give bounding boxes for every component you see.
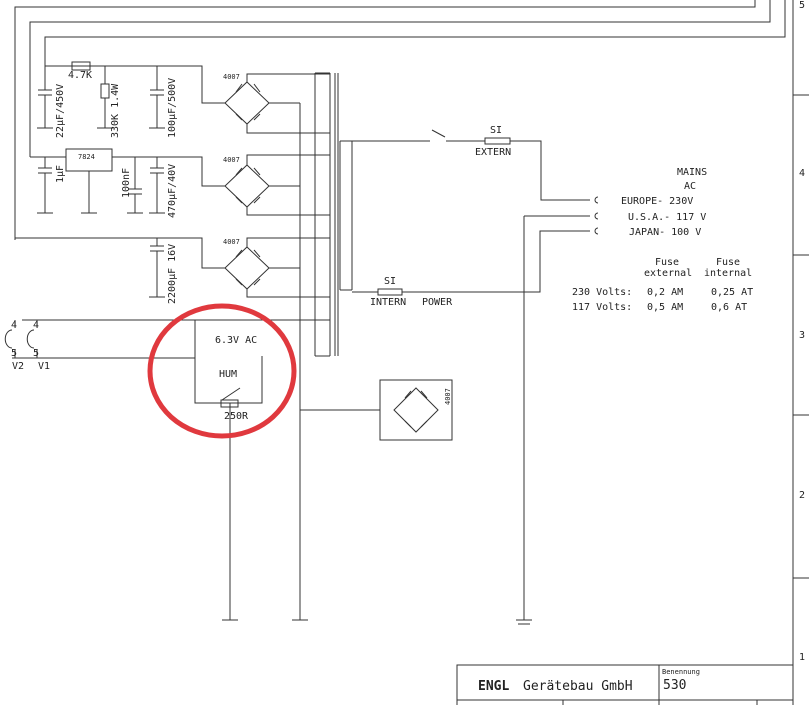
fuse-extern-label: EXTERN bbox=[475, 147, 511, 158]
bridge-rectifier-hum: 4007 bbox=[393, 387, 452, 433]
mains-japan: JAPAN- 100 V bbox=[629, 227, 701, 238]
cell: 117 Volts: bbox=[572, 302, 632, 313]
pin-label: 5 bbox=[11, 348, 17, 359]
pin-label: 4 bbox=[11, 320, 17, 331]
cell: 230 Volts: bbox=[572, 287, 632, 298]
bridge-label: 4007 bbox=[223, 156, 240, 164]
bridge-label: 4007 bbox=[444, 388, 452, 405]
zone-label: 2 bbox=[799, 490, 805, 501]
bridge-rectifier: 4007 bbox=[223, 238, 270, 290]
cell: 0,2 AM bbox=[647, 287, 683, 298]
capacitor-label: 100nF bbox=[121, 168, 132, 198]
cell: 0,5 AM bbox=[647, 302, 683, 313]
tube-label: V2 bbox=[12, 361, 24, 372]
cell: 0,6 AT bbox=[711, 302, 747, 313]
power-label: POWER bbox=[422, 297, 453, 308]
cell: 0,25 AT bbox=[711, 287, 753, 298]
fuse-intern-label: INTERN bbox=[370, 297, 406, 308]
capacitor-label: 470µF/40V bbox=[167, 164, 178, 218]
zone-label: 5 bbox=[799, 0, 805, 11]
bridge-rectifier: 4007 bbox=[223, 156, 270, 208]
fuse-label: SI bbox=[384, 276, 396, 287]
company-name: ENGL bbox=[478, 679, 509, 694]
bridge-rectifier: 4007 bbox=[223, 73, 270, 125]
zone-label: 1 bbox=[799, 652, 805, 663]
header: Fuse bbox=[655, 257, 679, 268]
field-value: 530 bbox=[663, 678, 686, 693]
field-label: Benennung bbox=[662, 668, 700, 676]
header: Fuse bbox=[716, 257, 740, 268]
capacitor-label: 1µF bbox=[55, 165, 66, 183]
hum-pot-label: 250R bbox=[224, 411, 249, 422]
resistor-label: 4.7K bbox=[68, 70, 92, 81]
heater-label: 6.3V AC bbox=[215, 335, 257, 346]
wiring bbox=[4, 0, 786, 625]
pin-label: 5 bbox=[33, 348, 39, 359]
header: internal bbox=[704, 268, 752, 279]
regulator-label: 7824 bbox=[78, 153, 95, 161]
bridge-label: 4007 bbox=[223, 73, 240, 81]
sheet-frame: 5 4 3 2 1 bbox=[792, 0, 809, 705]
highlight-circle bbox=[147, 303, 297, 439]
bridge-label: 4007 bbox=[223, 238, 240, 246]
mains-europe: EUROPE- 230V bbox=[621, 196, 693, 207]
capacitor-label: 100µF/500V bbox=[167, 78, 178, 138]
header: external bbox=[644, 268, 692, 279]
zone-label: 4 bbox=[799, 168, 805, 179]
company-name: Gerätebau GmbH bbox=[523, 679, 633, 694]
capacitor-label: 22µF/450V bbox=[55, 84, 66, 138]
fuse-label: SI bbox=[490, 125, 502, 136]
tube-label: V1 bbox=[38, 361, 50, 372]
resistor-label: 330K 1.4W bbox=[110, 83, 121, 138]
hum-label: HUM bbox=[219, 369, 237, 380]
fuse-table: Fuse external Fuse internal 230 Volts: 0… bbox=[572, 257, 753, 313]
zone-label: 3 bbox=[799, 330, 805, 341]
pin-label: 4 bbox=[33, 320, 39, 331]
mains-ac: AC bbox=[684, 181, 696, 192]
mains-title: MAINS bbox=[677, 167, 707, 178]
capacitor-label: 2200µF 16V bbox=[167, 244, 178, 304]
mains-usa: U.S.A.- 117 V bbox=[628, 212, 706, 223]
title-block: ENGL Gerätebau GmbH Benennung 530 bbox=[456, 664, 793, 705]
